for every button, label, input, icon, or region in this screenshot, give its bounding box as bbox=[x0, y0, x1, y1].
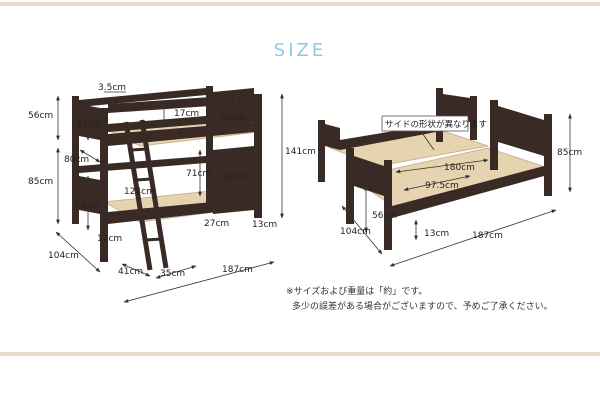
label-ladder-124: 124cm bbox=[124, 187, 155, 197]
label-bed-56: 56cm bbox=[372, 211, 397, 221]
front-bed-head-post-r bbox=[544, 114, 552, 196]
page-title: SIZE bbox=[273, 40, 327, 61]
label-head-85: 85cm bbox=[557, 148, 582, 158]
dimension-labels: 3.5cm 56cm 43cm 17cm 36cm 141cm 80cm 85c… bbox=[28, 83, 582, 279]
back-bed-head-post-r bbox=[470, 96, 477, 140]
label-depth-104: 104cm bbox=[48, 251, 79, 261]
dim-length bbox=[123, 261, 275, 303]
dim-ladder-width bbox=[79, 149, 101, 163]
dim-depth-104 bbox=[341, 205, 383, 255]
front-bed-foot-post-r bbox=[384, 160, 392, 250]
dim-inner-180 bbox=[395, 158, 489, 174]
back-left-post bbox=[72, 96, 79, 224]
label-inner-180: 180cm bbox=[444, 163, 475, 173]
label-lower-height: 85cm bbox=[28, 177, 53, 187]
label-side-98: 98cm bbox=[221, 173, 246, 183]
front-bed-footboard bbox=[354, 156, 384, 196]
label-guard-43: 43cm bbox=[76, 119, 101, 129]
label-length-187: 187cm bbox=[222, 265, 253, 275]
label-callout: サイドの形状が異なります bbox=[385, 119, 487, 130]
callout-box bbox=[381, 115, 469, 132]
label-top-height: 56cm bbox=[28, 111, 53, 121]
back-bed-headboard bbox=[443, 94, 470, 122]
label-step-35: 35cm bbox=[160, 269, 185, 279]
top-border bbox=[0, 2, 600, 6]
label-gap-17: 17cm bbox=[174, 109, 199, 119]
label-leg-13: 13cm bbox=[252, 220, 277, 230]
bunk-bed bbox=[55, 86, 284, 303]
note-line-2: 多少の誤差がある場合がございますので、予めご了承ください。 bbox=[292, 302, 553, 312]
ladder bbox=[123, 119, 169, 271]
label-sep-depth-104: 104cm bbox=[340, 227, 371, 237]
front-bed-head-post-l bbox=[490, 100, 498, 170]
dim-step-41 bbox=[121, 263, 151, 277]
upper-back-rail bbox=[79, 88, 206, 107]
note-line-1: ※サイズおよび重量は「約」です。 bbox=[286, 287, 428, 297]
label-lower-guard-63: 63cm bbox=[74, 201, 99, 211]
label-guard-36: 36cm bbox=[221, 113, 246, 123]
back-bed-foot-post bbox=[318, 120, 325, 182]
upper-headboard bbox=[213, 88, 254, 126]
lower-side-frame bbox=[108, 198, 254, 224]
back-right-post bbox=[206, 86, 213, 206]
dim-inner-97-5 bbox=[403, 175, 471, 191]
label-ladder-width: 80cm bbox=[64, 155, 89, 165]
label-sep-leg-13: 13cm bbox=[424, 229, 449, 239]
dim-length-187 bbox=[389, 209, 557, 267]
label-step-41: 41cm bbox=[118, 267, 143, 277]
lower-back-rail bbox=[79, 156, 206, 173]
bottom-border bbox=[0, 352, 600, 356]
dim-depth bbox=[55, 231, 101, 273]
dim-step-35 bbox=[155, 265, 197, 279]
label-mid-71: 71cm bbox=[186, 169, 211, 179]
callout-leader bbox=[419, 129, 435, 151]
label-bottom-27: 27cm bbox=[204, 219, 229, 229]
label-floor-12: 12cm bbox=[97, 234, 122, 244]
label-inner-97-5: 97.5cm bbox=[425, 181, 459, 191]
front-left-post bbox=[100, 108, 108, 262]
front-bed-headboard bbox=[498, 106, 544, 156]
back-bed-footboard bbox=[325, 124, 340, 150]
front-right-post bbox=[254, 94, 262, 218]
label-sep-length-187: 187cm bbox=[472, 231, 503, 241]
label-top-guard-gap: 3.5cm bbox=[98, 83, 126, 93]
separate-beds bbox=[318, 88, 572, 267]
front-bed-foot-post-l bbox=[346, 148, 354, 224]
front-bed-side-rail bbox=[392, 166, 544, 218]
back-bed-head-post-l bbox=[436, 88, 443, 142]
label-total-height: 141cm bbox=[285, 147, 316, 157]
